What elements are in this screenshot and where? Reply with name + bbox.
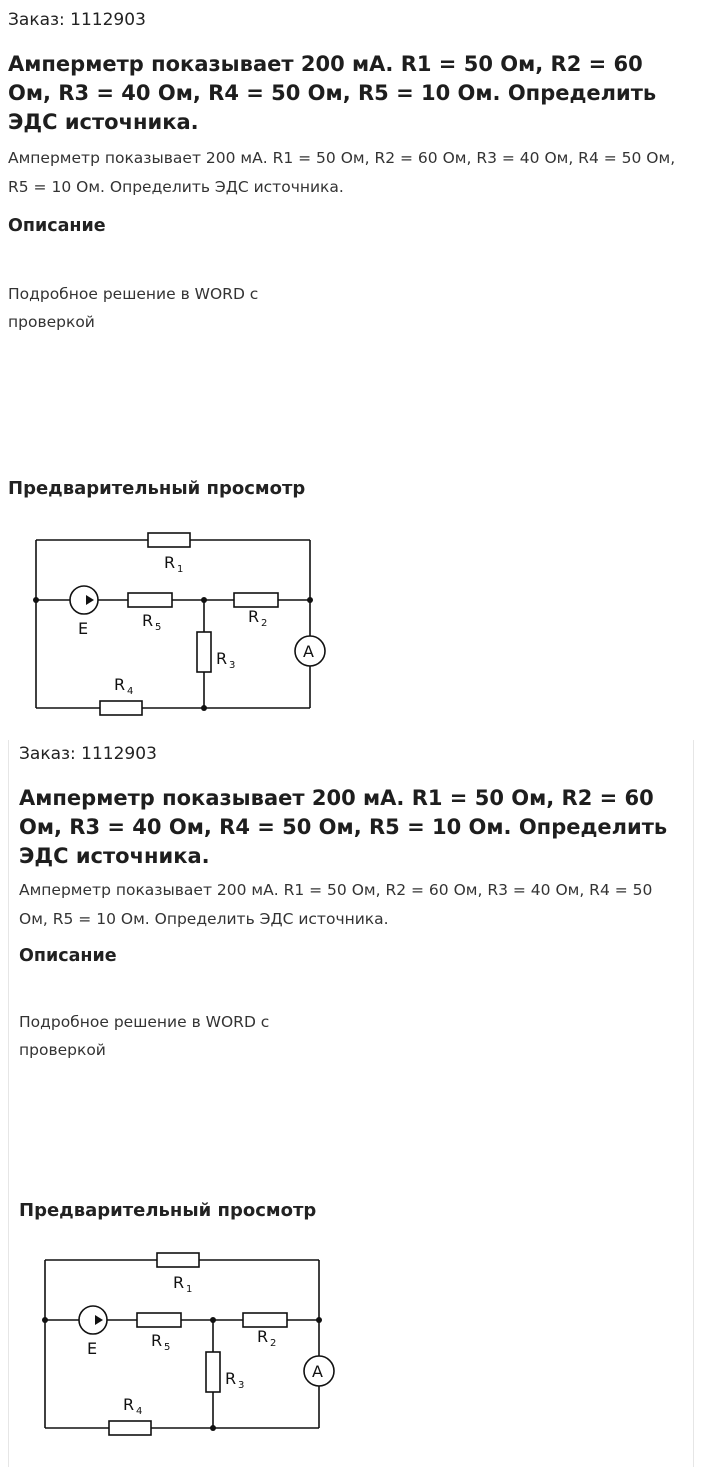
- order-number: Заказ: 1112903: [8, 10, 146, 30]
- description-body: Подробное решение в WORD с проверкой: [19, 1013, 270, 1059]
- resistor-r1: [156, 1252, 200, 1268]
- label-r4: R: [114, 675, 125, 694]
- source-arrow-icon: [86, 595, 94, 605]
- junction-dot: [201, 597, 207, 603]
- label-r5: R: [151, 1331, 162, 1350]
- label-r2: R: [248, 607, 259, 626]
- source-arrow-icon: [95, 1315, 103, 1325]
- label-r5-sub: 5: [155, 622, 161, 633]
- ammeter: [303, 1355, 335, 1387]
- resistor-r2: [233, 592, 279, 608]
- ammeter: [294, 635, 326, 667]
- label-r2: R: [257, 1327, 268, 1346]
- junction-dot: [210, 1317, 216, 1323]
- label-r2-sub: 2: [270, 1338, 276, 1349]
- label-r3: R: [225, 1369, 236, 1388]
- label-r4: R: [123, 1395, 134, 1414]
- resistor-r5: [136, 1312, 182, 1328]
- label-r1-sub: 1: [177, 564, 183, 575]
- problem-text: Амперметр показывает 200 мА. R1 = 50 Ом,…: [19, 881, 653, 928]
- label-r4-sub: 4: [127, 686, 133, 697]
- resistor-r1: [147, 532, 191, 548]
- label-r4-sub: 4: [136, 1406, 142, 1417]
- problem-text: Амперметр показывает 200 мА. R1 = 50 Ом,…: [8, 149, 676, 196]
- label-r1: R: [173, 1273, 184, 1292]
- preview-heading: Предварительный просмотр: [19, 1200, 317, 1221]
- label-ammeter: A: [312, 1362, 323, 1381]
- source-e: [78, 1305, 108, 1335]
- circuit-diagram: R 1 R 5 R 2 R 3 R 4 E A: [33, 532, 326, 716]
- order-number: Заказ: 1112903: [19, 744, 157, 764]
- label-r2-sub: 2: [261, 618, 267, 629]
- order-card-bottom: Заказ: 1112903 Амперметр показывает 200 …: [8, 740, 694, 1467]
- junction-dot: [210, 1425, 216, 1431]
- description-heading: Описание: [8, 216, 106, 236]
- label-r3-sub: 3: [229, 660, 235, 671]
- page-title: Амперметр показывает 200 мА. R1 = 50 Ом,…: [19, 786, 668, 868]
- label-r5-sub: 5: [164, 1342, 170, 1353]
- junction-dot: [42, 1317, 48, 1323]
- label-source: E: [78, 619, 88, 638]
- junction-dot: [316, 1317, 322, 1323]
- label-r5: R: [142, 611, 153, 630]
- junction-dot: [307, 597, 313, 603]
- label-r3: R: [216, 649, 227, 668]
- resistor-r2: [242, 1312, 288, 1328]
- junction-dot: [201, 705, 207, 711]
- label-r3-sub: 3: [238, 1380, 244, 1391]
- circuit-diagram: R 1 R 5 R 2 R 3 R 4 E A: [42, 1252, 335, 1436]
- description-body: Подробное решение в WORD с проверкой: [8, 285, 259, 331]
- resistor-r4: [108, 1420, 152, 1436]
- resistor-r3: [205, 1351, 221, 1393]
- label-ammeter: A: [303, 642, 314, 661]
- label-r1-sub: 1: [186, 1284, 192, 1295]
- resistor-r5: [127, 592, 173, 608]
- label-source: E: [87, 1339, 97, 1358]
- resistor-r3: [196, 631, 212, 673]
- label-r1: R: [164, 553, 175, 572]
- preview-heading: Предварительный просмотр: [8, 478, 306, 499]
- page-title: Амперметр показывает 200 мА. R1 = 50 Ом,…: [8, 52, 657, 134]
- resistor-r4: [99, 700, 143, 716]
- order-card-top: Заказ: 1112903 Амперметр показывает 200 …: [8, 10, 676, 716]
- junction-dot: [33, 597, 39, 603]
- source-e: [69, 585, 99, 615]
- description-heading: Описание: [19, 946, 117, 966]
